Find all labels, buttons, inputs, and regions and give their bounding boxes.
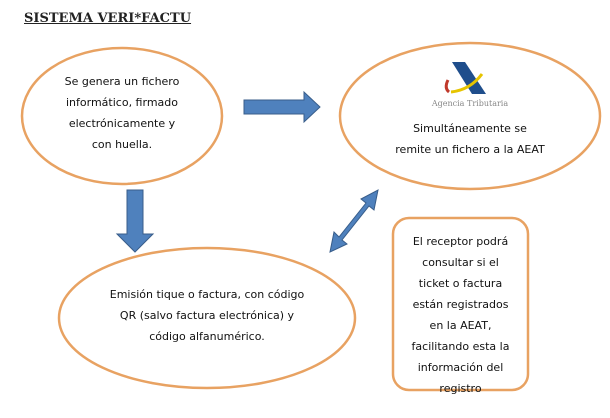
text-line: electrónicamente y — [68, 117, 176, 130]
text-line: registro — [439, 382, 482, 395]
node-issue-text: Emisión tique o factura, con código QR (… — [87, 284, 327, 347]
arrow-right — [243, 90, 321, 124]
text-line: El receptor podrá — [412, 235, 509, 248]
node-aeat-text: Simultáneamente se remite un fichero a l… — [370, 118, 570, 160]
arrow-bidirectional — [329, 189, 379, 253]
arrow-down — [115, 189, 155, 253]
node-generate-ellipse — [20, 46, 224, 186]
text-line: Emisión tique o factura, con código — [109, 288, 305, 301]
text-line: Simultáneamente se — [413, 122, 527, 135]
text-line: QR (salvo factura electrónica) y — [119, 309, 295, 322]
text-line: código alfanumérico. — [149, 330, 265, 343]
node-receiver-text: El receptor podrá consultar si el ticket… — [395, 231, 526, 399]
node-aeat-ellipse — [338, 41, 602, 191]
diagram-title: SISTEMA VERI*FACTU — [24, 11, 192, 26]
logo-caption: Agencia Tributaria — [431, 99, 509, 108]
text-line: consultar si el — [422, 256, 499, 269]
text-line: facilitando esta la — [411, 340, 510, 353]
node-generate-text: Se genera un fichero informático, firmad… — [42, 71, 202, 155]
text-line: información del — [417, 361, 504, 374]
agencia-tributaria-logo — [444, 62, 486, 94]
text-line: están registrados — [412, 298, 509, 311]
text-line: con huella. — [91, 138, 153, 151]
text-line: remite un fichero a la AEAT — [395, 143, 545, 156]
text-line: informático, firmado — [66, 96, 178, 109]
text-line: ticket o factura — [418, 277, 503, 290]
node-receiver-box — [391, 216, 530, 392]
text-line: Se genera un fichero — [64, 75, 180, 88]
node-issue-ellipse — [57, 246, 357, 390]
text-line: en la AEAT, — [429, 319, 492, 332]
